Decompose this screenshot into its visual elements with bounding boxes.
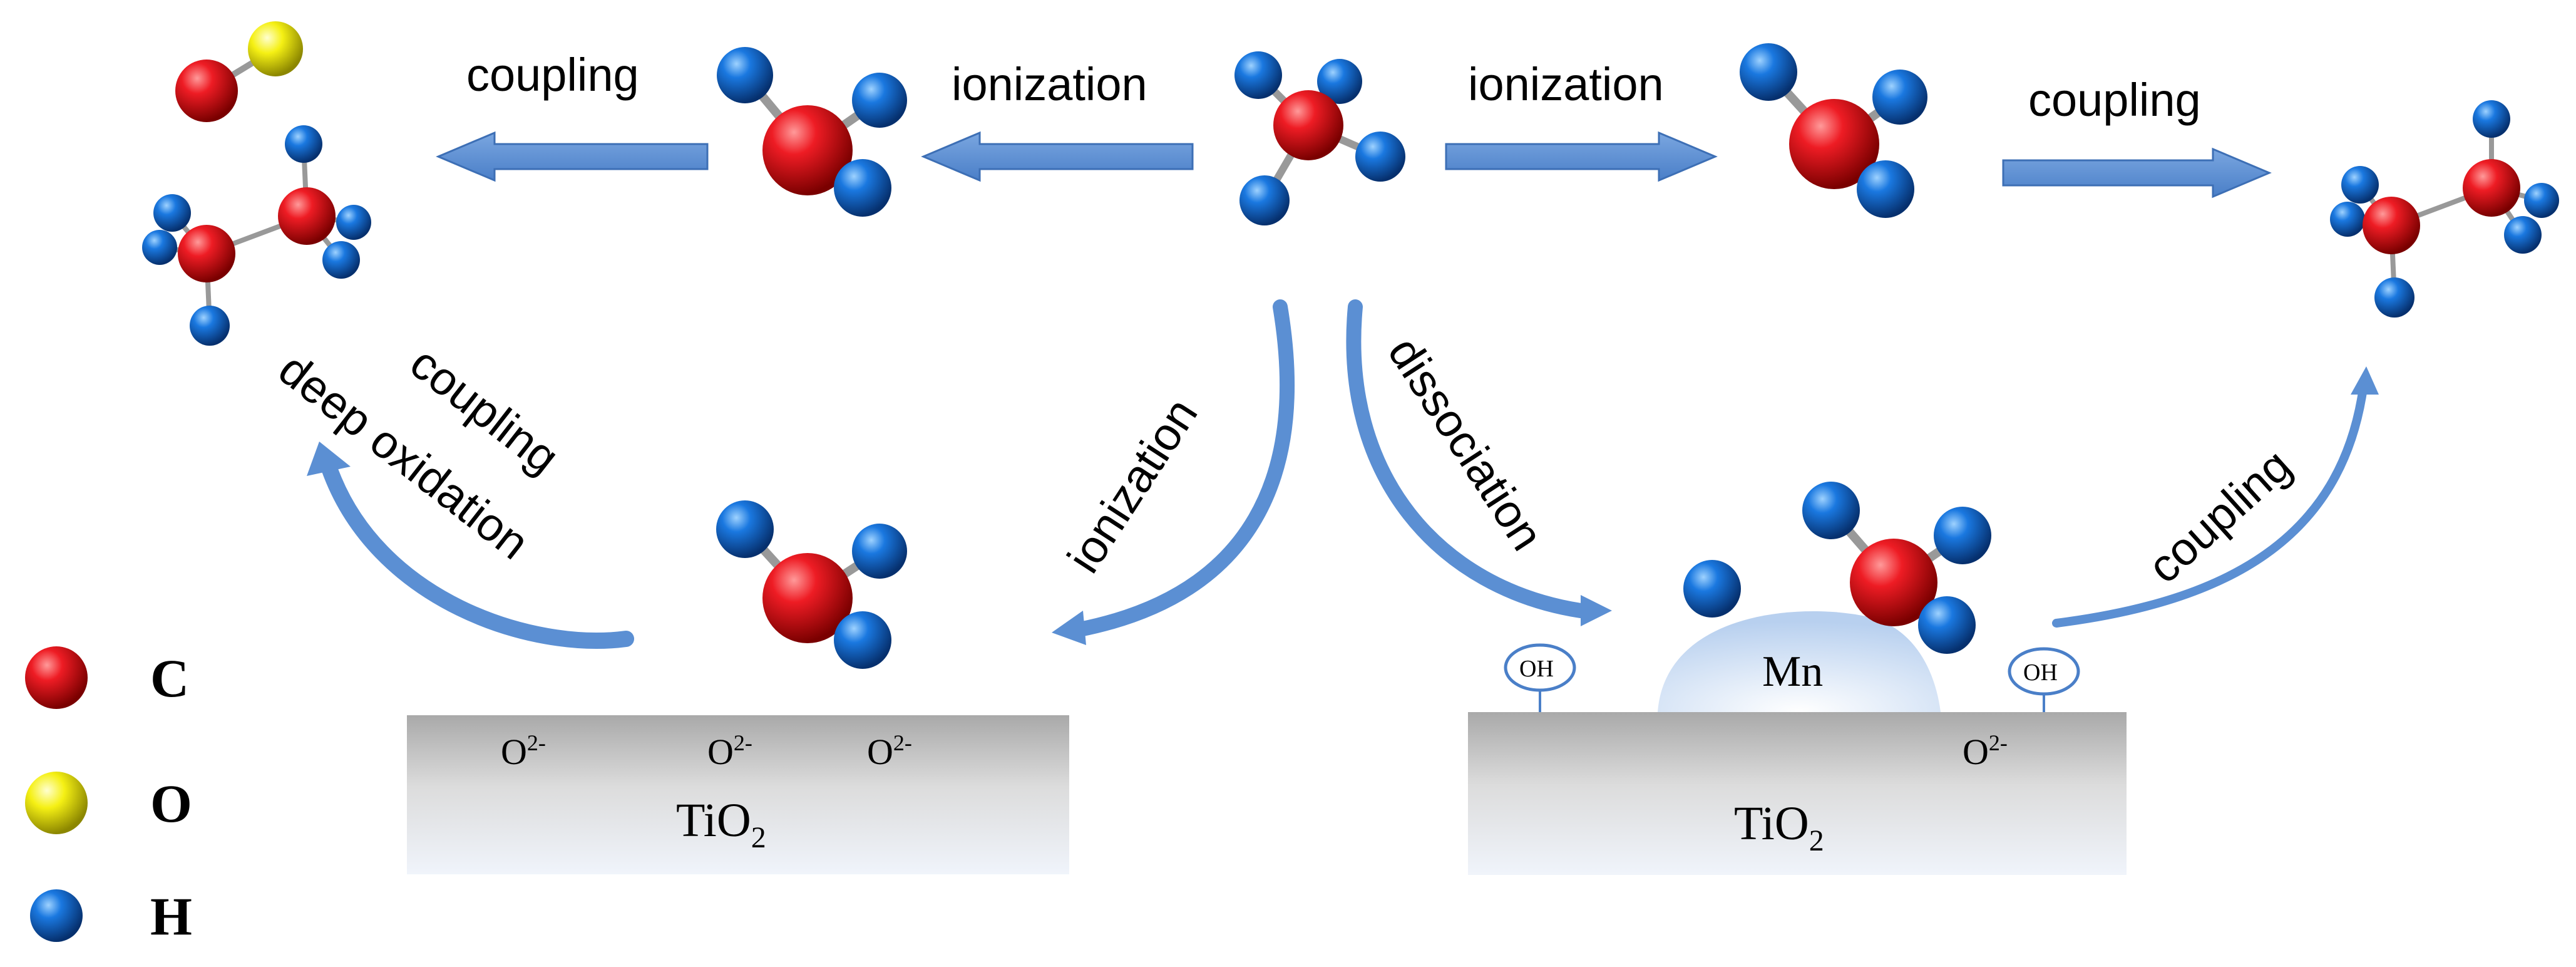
- carbon-atom: [178, 225, 235, 282]
- carbon-atom: [1789, 99, 1879, 189]
- hydrogen-atom: [2473, 100, 2510, 138]
- hydrogen-atom: [2504, 216, 2542, 254]
- hydrogen-atom: [1239, 175, 1290, 225]
- substrate-right-site: O2-: [1963, 730, 2008, 772]
- hydroxyl-right: OH: [2008, 647, 2080, 712]
- hydrogen-atom: [336, 205, 371, 240]
- molecule-methyl-top-right: [1740, 43, 1927, 218]
- arrow-top-right-ionization: [1445, 131, 1718, 182]
- hydrogen-atom: [285, 125, 322, 163]
- label-right-coupling: coupling: [2138, 439, 2301, 593]
- mn-label: Mn: [1762, 648, 1823, 696]
- curved-arrow-left-coupling: [307, 442, 634, 649]
- hydrogen-atom: [716, 500, 774, 558]
- hydroxyl-left: OH: [1504, 643, 1576, 712]
- molecule-methane-center: [1234, 51, 1405, 225]
- curved-arrow-center-ionization: [1052, 299, 1295, 645]
- molecule-methyl-top-left: [717, 47, 907, 217]
- svg-text:C: C: [150, 648, 189, 708]
- hydrogen-atom: [1918, 596, 1976, 654]
- hydrogen-atom: [1857, 160, 1914, 218]
- svg-text:H: H: [150, 886, 192, 946]
- curved-arrow-right-coupling: [2052, 366, 2379, 628]
- legend-item-oxygen: O: [25, 772, 192, 834]
- hydrogen-atom: [322, 241, 360, 279]
- molecule-methyl-bottom-right: [1802, 482, 1991, 654]
- label-top-right-ionization: ionization: [1468, 58, 1664, 110]
- label-top-left-ionization: ionization: [952, 58, 1147, 110]
- carbon-atom: [762, 553, 853, 643]
- molecule-ethane-left: [142, 125, 371, 346]
- hydrogen-atom: [1934, 507, 1991, 564]
- molecule-ethane-right: [2330, 100, 2559, 318]
- molecule-carbon-monoxide: [175, 21, 303, 122]
- hydrogen-atom: [153, 194, 191, 232]
- carbon-atom: [175, 59, 238, 122]
- carbon-atom: [278, 187, 336, 245]
- hydrogen-atom: [1872, 70, 1927, 125]
- substrate-left-site-3: O2-: [867, 730, 912, 772]
- hydrogen-atom: [1234, 51, 1282, 99]
- mn-cluster: [1658, 611, 1941, 712]
- hydrogen-atom: [852, 73, 907, 128]
- hydrogen-atom: [834, 159, 891, 217]
- hydrogen-atom: [1317, 59, 1362, 104]
- arrow-top-right-coupling: [2002, 147, 2272, 199]
- legend: C O H: [25, 646, 192, 946]
- arrow-top-left-ionization: [921, 131, 1194, 182]
- label-left-ionization: ionization: [1057, 389, 1208, 581]
- carbon-atom: [1850, 539, 1937, 626]
- hydrogen-atom: [852, 524, 907, 579]
- molecule-methyl-bottom-left: [716, 500, 907, 669]
- hydrogen-atom: [1355, 132, 1405, 182]
- substrate-left-label: TiO2: [676, 794, 766, 854]
- substrate-right-label: TiO2: [1734, 797, 1824, 857]
- substrate-left-site-1: O2-: [501, 730, 546, 772]
- carbon-atom: [1273, 90, 1343, 160]
- hydrogen-atom: [834, 611, 891, 669]
- carbon-atom: [2363, 197, 2420, 254]
- hydrogen-atom: [142, 230, 177, 265]
- svg-text:O: O: [150, 773, 192, 834]
- legend-item-hydrogen: H: [30, 886, 192, 946]
- carbon-atom: [762, 105, 853, 195]
- legend-item-carbon: C: [25, 646, 189, 709]
- hydrogen-atom: [2524, 183, 2559, 218]
- label-right-dissociation: dissociation: [1378, 328, 1554, 559]
- hydrogen-atom: [1740, 43, 1797, 101]
- substrate-left-tio2: O2- O2- O2- TiO2: [407, 715, 1069, 874]
- svg-text:OH: OH: [1519, 656, 1554, 682]
- label-top-right-coupling: coupling: [2028, 74, 2201, 126]
- arrow-top-left-coupling: [436, 131, 709, 182]
- oxygen-atom: [248, 21, 303, 76]
- hydrogen-atom: [2341, 166, 2379, 204]
- svg-text:OH: OH: [2023, 659, 2058, 686]
- hydrogen-atom: [1802, 482, 1860, 539]
- hydrogen-atom: [2330, 202, 2365, 237]
- substrate-right-tio2: Mn OH OH O2- TiO2: [1468, 611, 2127, 875]
- curved-arrow-right-dissociation: [1346, 299, 1612, 626]
- substrate-left-site-2: O2-: [707, 730, 752, 772]
- hydrogen-atom: [190, 306, 230, 346]
- hydrogen-atom: [2374, 277, 2414, 318]
- label-top-left-coupling: coupling: [466, 49, 639, 101]
- hydrogen-atom-dissociated: [1683, 560, 1741, 618]
- hydrogen-atom: [717, 47, 773, 103]
- carbon-atom: [2463, 159, 2520, 217]
